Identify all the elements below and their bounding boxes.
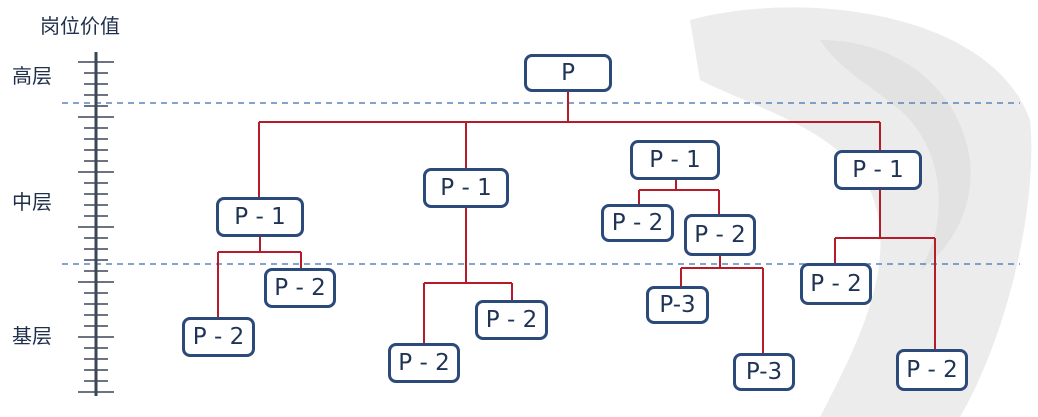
node-root: P [524,54,612,92]
node-b3-p3a: P-3 [646,286,709,324]
node-b3-p1: P - 1 [630,140,720,180]
node-b1-p2b: P - 2 [182,317,255,357]
node-b2-p1: P - 1 [423,168,509,208]
connectors [217,91,936,353]
node-b1-p2: P - 2 [264,268,336,308]
value-axis [78,52,114,396]
node-b2-p2a: P - 2 [475,300,548,340]
node-b3-p2a: P - 2 [601,204,674,242]
axis-ticks [78,61,114,393]
axis-title: 岗位价值 [40,14,120,38]
node-b2-p2b: P - 2 [388,343,460,383]
node-b3-p3b: P-3 [733,353,795,391]
level-label-mid: 中层 [12,190,52,214]
node-b4-p2b: P - 2 [896,349,968,391]
node-b4-p2a: P - 2 [800,263,872,305]
level-label-high: 高层 [12,64,52,88]
background-decoration [690,7,1032,417]
node-b4-p1: P - 1 [834,150,922,190]
level-label-base: 基层 [12,324,52,348]
node-b1-p1: P - 1 [216,197,304,237]
node-b3-p2b: P - 2 [684,214,756,256]
